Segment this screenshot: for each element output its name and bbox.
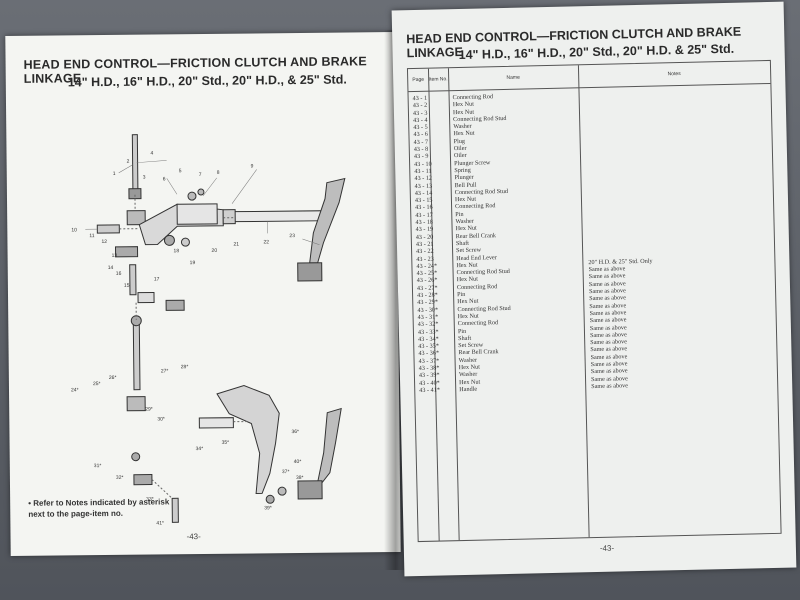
svg-text:5: 5 xyxy=(179,168,182,174)
page-item-cell: 43 - 41* xyxy=(419,386,440,394)
svg-text:33*: 33* xyxy=(146,497,154,503)
svg-text:35*: 35* xyxy=(222,440,230,446)
hex-nut-part xyxy=(128,188,142,200)
left-page-subtitle: 14" H.D., 16" H.D., 20" Std., 20" H.D., … xyxy=(67,72,347,90)
header-item: Item No. xyxy=(428,76,448,83)
svg-text:39*: 39* xyxy=(264,505,272,511)
svg-text:23: 23 xyxy=(289,233,295,239)
connecting-rod-part xyxy=(131,134,139,196)
svg-text:21: 21 xyxy=(233,242,239,248)
header-name: Name xyxy=(506,74,520,81)
svg-text:19: 19 xyxy=(190,260,196,266)
svg-text:15: 15 xyxy=(124,283,130,289)
hex-nut-part xyxy=(126,210,146,226)
svg-text:20: 20 xyxy=(212,248,218,254)
svg-text:32*: 32* xyxy=(116,475,124,481)
svg-text:10: 10 xyxy=(71,227,77,233)
svg-text:1: 1 xyxy=(113,171,116,177)
svg-text:24*: 24* xyxy=(71,387,79,393)
shaft-part xyxy=(232,210,329,223)
asterisk-note: • Refer to Notes indicated by asterisk n… xyxy=(28,497,170,519)
svg-text:6: 6 xyxy=(163,176,166,182)
svg-text:26*: 26* xyxy=(109,375,117,381)
svg-text:30*: 30* xyxy=(157,416,165,422)
handle-part xyxy=(317,407,342,484)
svg-text:22: 22 xyxy=(263,239,269,245)
svg-text:40*: 40* xyxy=(294,459,302,465)
connecting-rod-part xyxy=(132,319,141,391)
svg-text:8: 8 xyxy=(217,170,220,176)
svg-text:4: 4 xyxy=(150,151,153,157)
right-page: HEAD END CONTROL—FRICTION CLUTCH AND BRA… xyxy=(391,1,797,577)
left-page: HEAD END CONTROL—FRICTION CLUTCH AND BRA… xyxy=(5,31,401,557)
svg-text:36*: 36* xyxy=(291,429,299,435)
part-name-cell: Handle xyxy=(459,385,478,393)
svg-text:17: 17 xyxy=(154,276,160,282)
svg-text:25*: 25* xyxy=(93,381,101,387)
svg-text:13: 13 xyxy=(112,253,118,259)
svg-text:37*: 37* xyxy=(282,469,290,475)
header-page: Page xyxy=(412,76,425,84)
lever-clamp-part xyxy=(297,262,323,282)
callout-labels: 1 2 3 4 5 6 7 8 9 10 11 12 13 14 15 16 1… xyxy=(71,151,304,527)
svg-text:12: 12 xyxy=(101,239,107,245)
right-page-number: -43- xyxy=(599,543,615,553)
svg-text:14: 14 xyxy=(108,265,114,271)
exploded-parts-diagram: 1 2 3 4 5 6 7 8 9 10 11 12 13 14 15 16 1… xyxy=(71,134,346,527)
svg-text:34*: 34* xyxy=(196,446,204,452)
svg-text:29*: 29* xyxy=(145,407,153,413)
shaft-part xyxy=(198,417,234,429)
svg-text:3: 3 xyxy=(143,175,146,181)
rear-bell-crank-part xyxy=(216,385,280,494)
svg-text:18: 18 xyxy=(174,248,180,254)
svg-text:16: 16 xyxy=(116,271,122,277)
connecting-rod-stud-part xyxy=(114,246,139,258)
svg-text:28*: 28* xyxy=(181,364,189,370)
svg-text:38*: 38* xyxy=(296,475,304,481)
svg-text:11: 11 xyxy=(89,233,94,239)
svg-text:2: 2 xyxy=(127,159,130,165)
svg-text:41*: 41* xyxy=(156,520,164,526)
header-notes: Notes xyxy=(667,70,681,78)
svg-text:27*: 27* xyxy=(161,368,169,374)
svg-text:31*: 31* xyxy=(94,463,102,469)
left-page-number: -43- xyxy=(186,532,201,542)
svg-text:7: 7 xyxy=(199,172,202,178)
notes-cell: Same as above xyxy=(591,382,629,390)
svg-text:9: 9 xyxy=(251,163,254,169)
